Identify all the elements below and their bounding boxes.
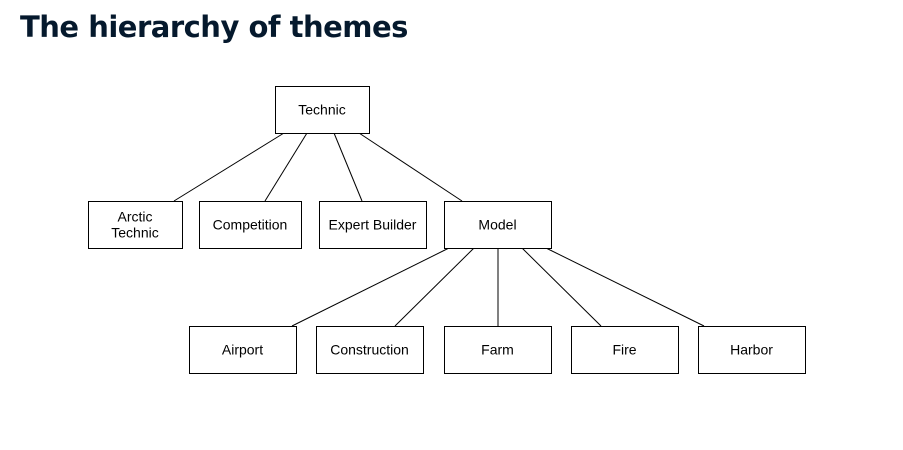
edge-model-to-construction xyxy=(394,247,475,327)
node-box-construction xyxy=(316,326,424,374)
edge-technic-to-expert-builder xyxy=(333,132,363,202)
node-model: Model xyxy=(444,201,552,249)
node-fire: Fire xyxy=(571,326,679,374)
node-label-arctic-technic-line-1: Arctic xyxy=(118,209,153,225)
edge-technic-to-arctic-technic xyxy=(173,132,285,202)
node-harbor: Harbor xyxy=(698,326,806,374)
edge-technic-to-model xyxy=(358,132,463,202)
node-construction: Construction xyxy=(316,326,424,374)
node-box-competition xyxy=(199,201,302,249)
node-box-airport xyxy=(189,326,297,374)
node-box-farm xyxy=(444,326,552,374)
page-title: The hierarchy of themes xyxy=(20,10,408,44)
node-label-airport: Airport xyxy=(222,342,263,358)
node-label-model: Model xyxy=(478,217,516,233)
edge-model-to-fire xyxy=(521,247,602,327)
node-label-fire: Fire xyxy=(612,342,636,358)
node-expert-builder: Expert Builder xyxy=(319,201,427,249)
node-label-farm: Farm xyxy=(481,342,514,358)
edges-layer xyxy=(173,132,705,327)
node-label-competition: Competition xyxy=(213,217,288,233)
node-box-fire xyxy=(571,326,679,374)
node-technic: Technic xyxy=(275,86,370,134)
node-label-harbor: Harbor xyxy=(730,342,773,358)
edge-model-to-airport xyxy=(291,247,450,327)
node-competition: Competition xyxy=(199,201,302,249)
node-label-construction: Construction xyxy=(330,342,409,358)
node-label-arctic-technic-line-2: Technic xyxy=(111,225,158,241)
node-label-expert-builder: Expert Builder xyxy=(329,217,417,233)
node-box-expert-builder xyxy=(319,201,427,249)
edge-technic-to-competition xyxy=(264,132,308,202)
node-box-model xyxy=(444,201,552,249)
node-box-harbor xyxy=(698,326,806,374)
node-box-arctic-technic xyxy=(88,201,183,249)
node-box-technic xyxy=(275,86,370,134)
node-label-technic: Technic xyxy=(298,102,345,118)
node-farm: Farm xyxy=(444,326,552,374)
edge-model-to-harbor xyxy=(545,247,705,327)
node-airport: Airport xyxy=(189,326,297,374)
